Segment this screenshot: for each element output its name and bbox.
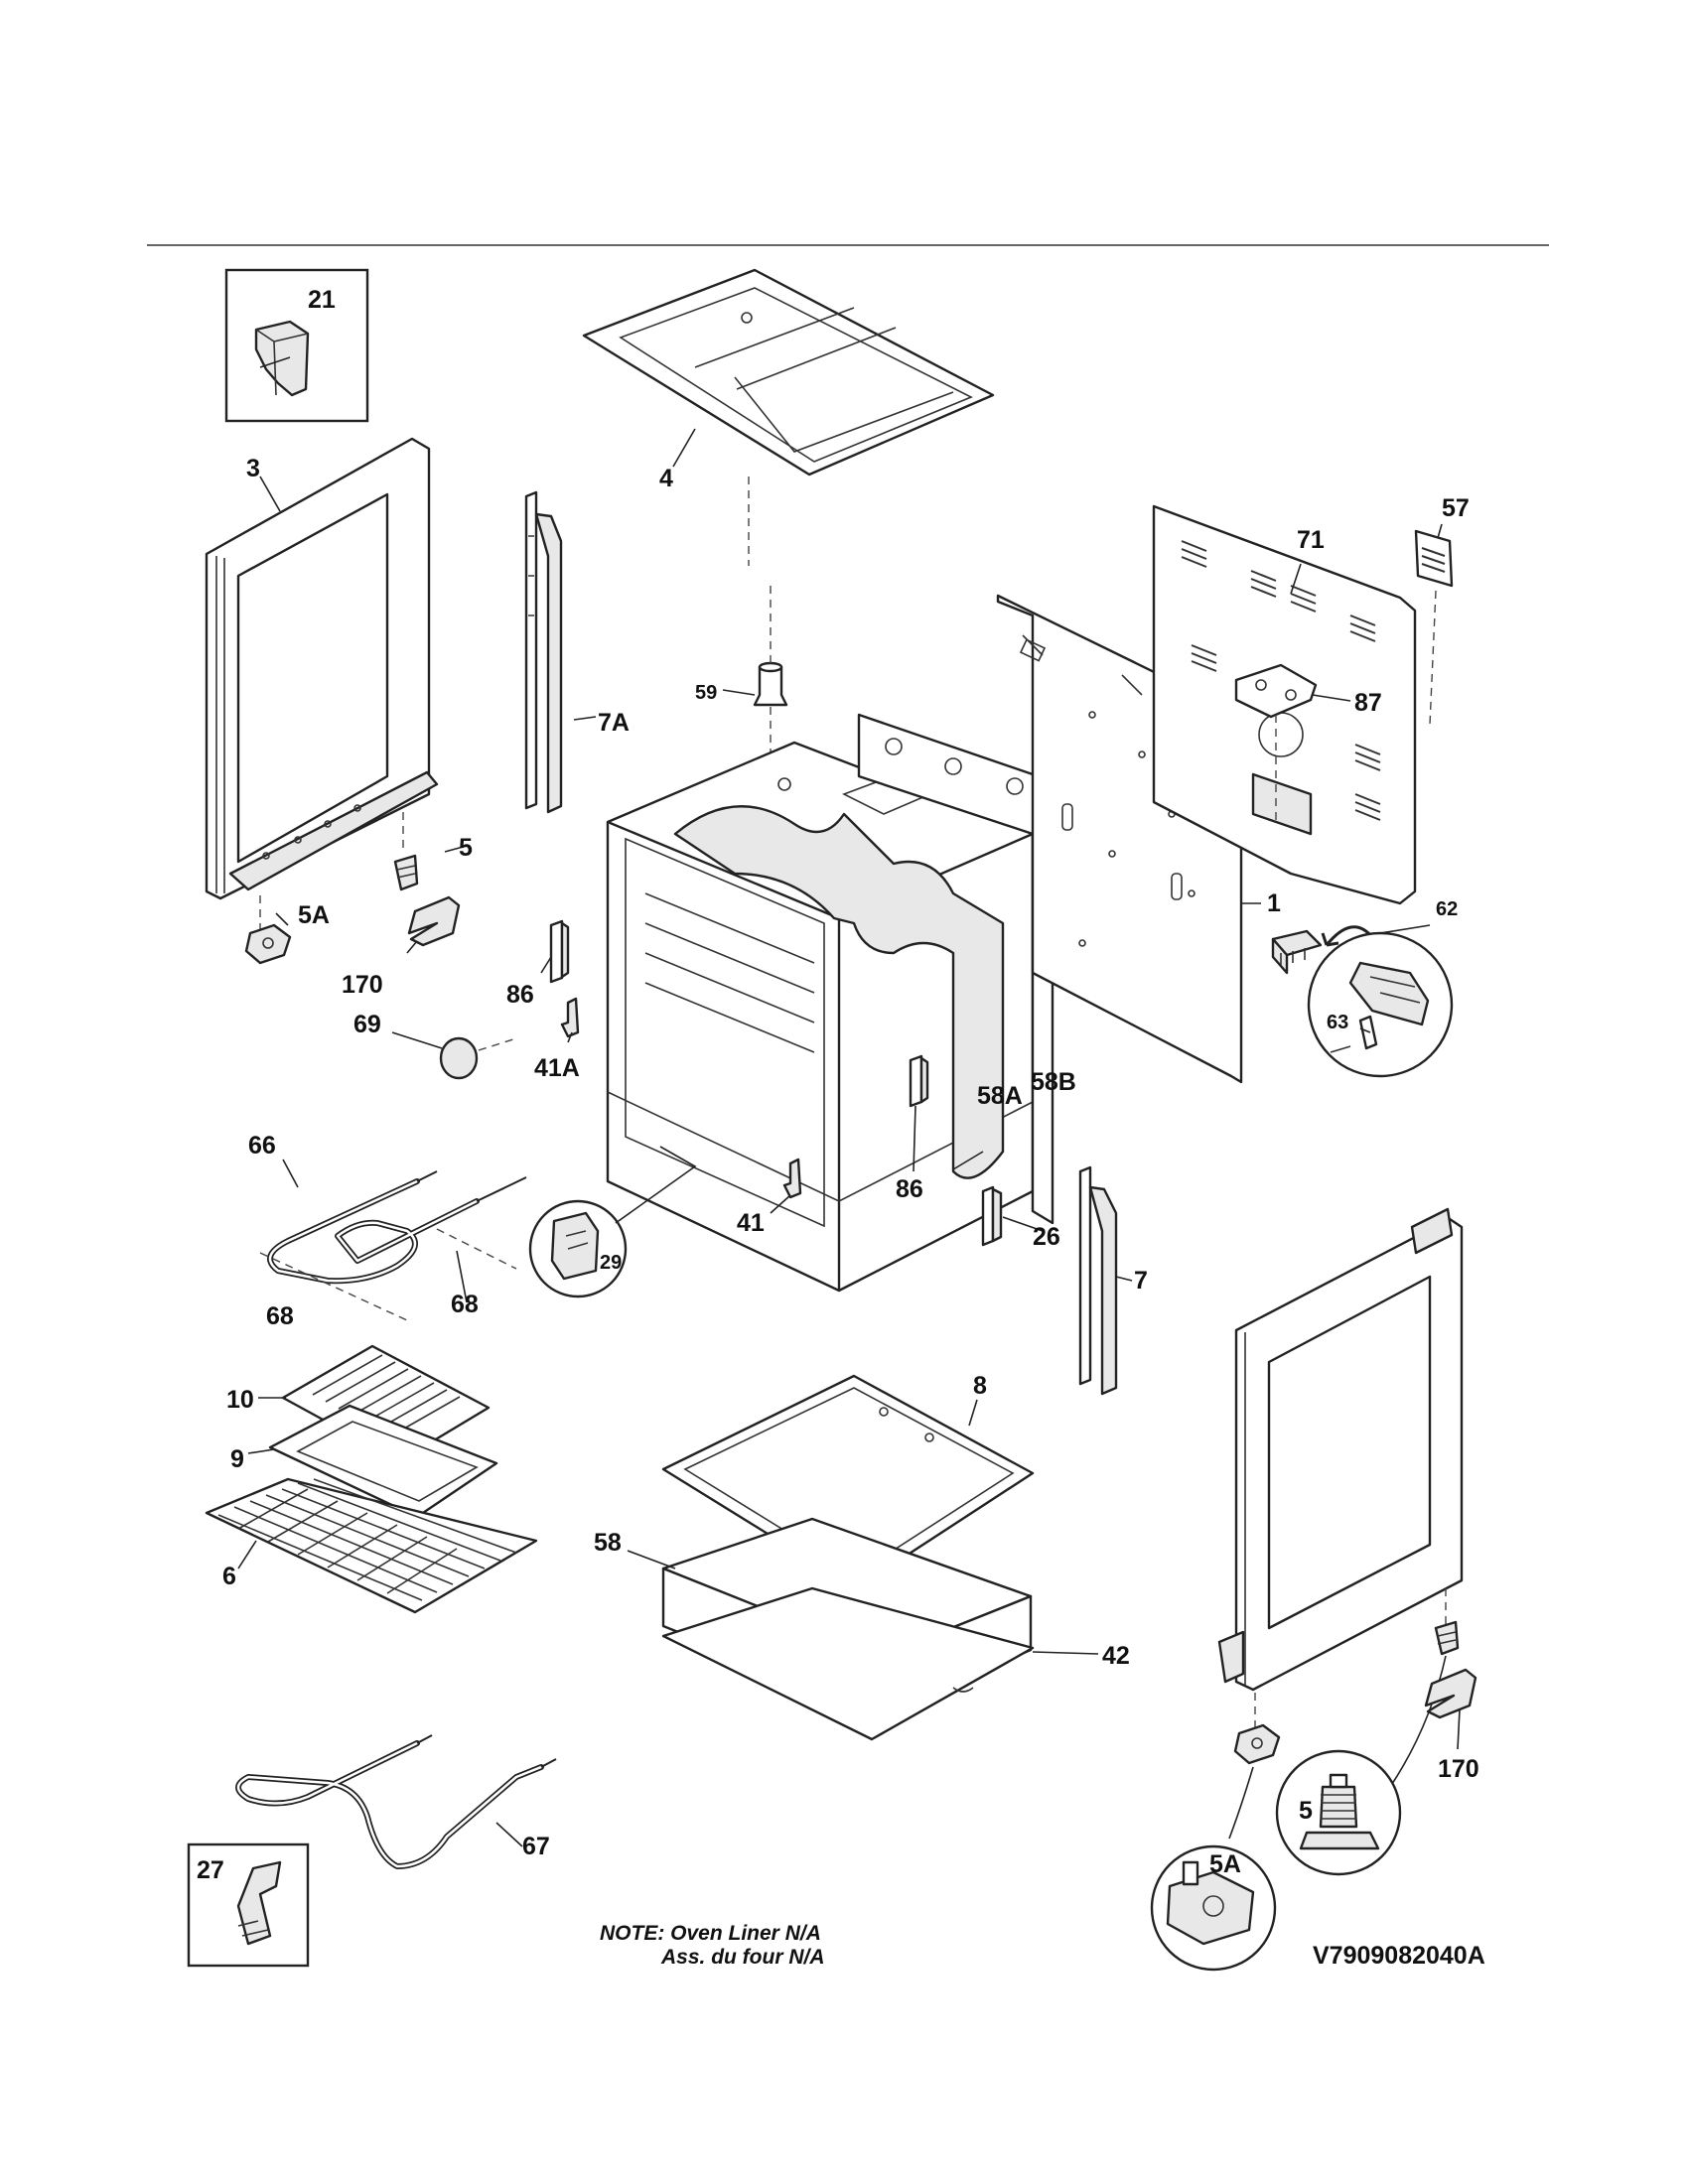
callout-21: 21 — [308, 286, 336, 314]
part-42-bottom-panel — [661, 1586, 1035, 1741]
callout-58: 58 — [594, 1529, 622, 1557]
callout-27: 27 — [197, 1856, 224, 1884]
part-62-detail-circle — [1307, 931, 1454, 1078]
callout-7: 7 — [1134, 1267, 1148, 1295]
callout-7A: 7A — [598, 709, 630, 737]
callout-labels: 21 3 4 57 71 59 7A 87 5 5A 170 86 62 1 6… — [197, 286, 1479, 1884]
leader-lines — [237, 356, 1461, 1847]
callout-68b: 68 — [451, 1291, 479, 1318]
part-29-detail-circle — [528, 1146, 697, 1298]
part-4-top-panel — [582, 268, 995, 566]
callout-68: 68 — [266, 1302, 294, 1330]
part-5A-detail-circle — [1150, 1844, 1277, 1972]
part-26-bracket — [981, 1185, 1003, 1247]
part-5A-bracket-left — [244, 923, 292, 965]
callout-62: 62 — [1436, 898, 1458, 920]
callout-5A: 5A — [298, 901, 330, 929]
callout-3: 3 — [246, 455, 260, 482]
callout-10: 10 — [226, 1386, 254, 1414]
callout-41: 41 — [737, 1209, 765, 1237]
callout-57: 57 — [1442, 494, 1470, 522]
part-27-inset — [187, 1843, 310, 1968]
callout-9: 9 — [230, 1445, 244, 1473]
callout-29: 29 — [600, 1252, 622, 1274]
callout-67: 67 — [522, 1833, 550, 1860]
callout-41A: 41A — [534, 1054, 580, 1082]
callout-59: 59 — [695, 682, 717, 704]
part-7-rack-support — [1078, 1165, 1118, 1396]
note-line-2: Ass. du four N/A — [660, 1946, 825, 1969]
callout-42: 42 — [1102, 1642, 1130, 1670]
part-68-wire-lines — [259, 1228, 517, 1321]
callout-5Ab: 5A — [1209, 1850, 1241, 1878]
part-5-leveler-right — [1389, 1620, 1460, 1788]
part-58A-wrap-insulation — [673, 805, 1005, 1179]
part-86-bracket-right — [909, 1054, 929, 1108]
callout-6: 6 — [222, 1563, 236, 1590]
callout-58A: 58A — [977, 1082, 1023, 1110]
diagram-code: V7909082040A — [1313, 1942, 1485, 1970]
part-41A-clip — [560, 997, 580, 1038]
part-67-broil-element — [235, 1734, 557, 1869]
part-7A-rack-support — [524, 490, 563, 814]
part-41-clip — [782, 1158, 802, 1199]
callout-5: 5 — [459, 834, 473, 862]
part-6-oven-rack — [205, 1477, 538, 1614]
callout-86: 86 — [506, 981, 534, 1009]
callout-69: 69 — [353, 1011, 381, 1038]
part-69-lamp-lens — [439, 1036, 517, 1080]
callout-87: 87 — [1354, 689, 1382, 717]
callout-1: 1 — [1267, 889, 1281, 917]
part-87-plate — [1234, 663, 1318, 824]
part-62-terminal-block — [1271, 925, 1374, 975]
part-5A-bracket-right — [1228, 1723, 1281, 1840]
callout-170b: 170 — [1438, 1755, 1479, 1783]
callout-26: 26 — [1033, 1223, 1060, 1251]
callout-4: 4 — [659, 465, 673, 492]
callout-5b: 5 — [1299, 1797, 1313, 1825]
callout-170: 170 — [342, 971, 383, 999]
callout-66: 66 — [248, 1132, 276, 1160]
part-5-leveler-left — [393, 854, 419, 891]
part-5-detail-circle — [1275, 1749, 1402, 1876]
callout-63: 63 — [1327, 1012, 1348, 1033]
right-side-door — [1217, 1207, 1464, 1729]
callout-71: 71 — [1297, 526, 1325, 554]
part-170-bracket-left — [407, 895, 461, 947]
part-21-inset — [224, 268, 369, 423]
callout-86b: 86 — [896, 1175, 923, 1203]
part-66-bake-element — [267, 1170, 527, 1285]
callout-8: 8 — [973, 1372, 987, 1400]
part-57-vent — [1414, 529, 1454, 726]
note-line-1: NOTE: Oven Liner N/A — [600, 1922, 821, 1945]
part-3-oven-door — [205, 437, 439, 933]
part-9-broiler-pan — [268, 1404, 498, 1519]
part-86-bracket-left — [549, 919, 570, 984]
part-59-component — [753, 586, 788, 774]
callout-58B: 58B — [1031, 1068, 1076, 1096]
part-170-bracket-right — [1424, 1668, 1477, 1719]
